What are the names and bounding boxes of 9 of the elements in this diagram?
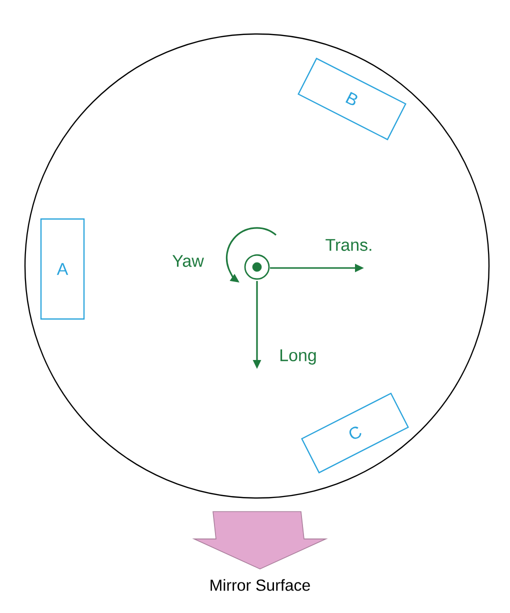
caption-text: Mirror Surface xyxy=(210,579,310,591)
axis-label: Long xyxy=(280,349,316,365)
sensor-box: A xyxy=(40,218,85,320)
block-arrow xyxy=(192,511,328,570)
axis-label: Trans. xyxy=(326,239,372,251)
axis-label: Yaw xyxy=(172,255,204,267)
outline-circle xyxy=(24,33,490,499)
sensor-box: B xyxy=(298,58,406,140)
sensor-box: C xyxy=(301,392,409,474)
